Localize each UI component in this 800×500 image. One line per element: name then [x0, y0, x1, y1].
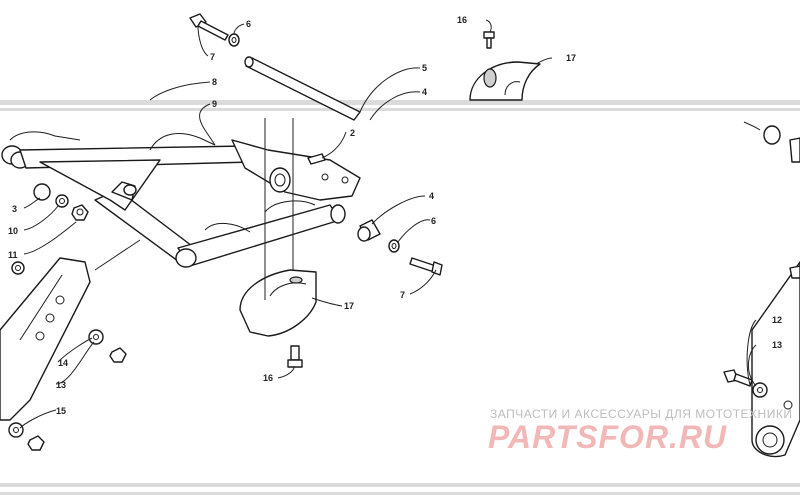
callout-14: 14	[58, 358, 68, 368]
bolt-2	[307, 153, 326, 165]
washer-15-b	[8, 422, 24, 438]
callout-3: 3	[12, 204, 17, 214]
bushing-left	[33, 183, 51, 201]
callout-2: 2	[350, 128, 355, 138]
callout-13-right: 13	[772, 340, 782, 350]
washer-right-edge	[752, 382, 768, 398]
reference-lines	[94, 118, 294, 300]
bushing-right	[357, 219, 381, 242]
callout-6-top: 6	[246, 19, 251, 29]
bolt-right-edge	[723, 369, 753, 387]
scan-noise-band-bottom	[0, 483, 800, 495]
watermark-logo: PARTSFOR.RU	[488, 419, 727, 455]
watermark-tagline: ЗАПЧАСТИ И АКСЕССУАРЫ ДЛЯ МОТОТЕХНИКИ	[490, 407, 792, 421]
callout-4-right: 4	[429, 191, 434, 201]
leader-lines	[19, 19, 761, 429]
callout-9: 9	[212, 99, 217, 109]
bolt-top	[189, 13, 229, 41]
callout-10: 10	[8, 226, 18, 236]
callout-7-right: 7	[400, 290, 405, 300]
screw-bottom	[287, 345, 303, 368]
callout-labels: 6 7 8 9 5 4 16 17 2 4 6 7 3 10 11 17 16 …	[8, 15, 782, 416]
strap-plate-left	[0, 257, 91, 421]
shaft-cover-bottom	[239, 269, 317, 337]
callout-16-bottom: 16	[263, 373, 273, 383]
a-arm-frame	[1, 131, 361, 268]
nut-15-a	[109, 347, 127, 363]
callout-15: 15	[56, 406, 66, 416]
callout-7-top: 7	[210, 52, 215, 62]
washer-top	[228, 33, 240, 47]
screw-top-right	[483, 31, 495, 49]
watermark: ЗАПЧАСТИ И АКСЕССУАРЫ ДЛЯ МОТОТЕХНИКИ PA…	[488, 407, 792, 455]
strap-plate-right	[751, 261, 800, 458]
shaft-cover-top	[469, 61, 541, 101]
callout-6-right: 6	[431, 216, 436, 226]
callout-5: 5	[422, 63, 427, 73]
cross-shaft	[244, 56, 361, 121]
bushing-far-right	[763, 125, 800, 163]
callout-17-top: 17	[566, 53, 576, 63]
callout-4-top: 4	[422, 87, 427, 97]
callout-12: 12	[772, 315, 782, 325]
bolt-right	[409, 257, 443, 276]
callout-16-top: 16	[457, 15, 467, 25]
callout-13-left: 13	[56, 380, 66, 390]
washer-13-b	[88, 329, 104, 345]
callout-17-bottom: 17	[344, 301, 354, 311]
washer-right	[388, 239, 400, 253]
washer-left	[55, 194, 69, 208]
callout-8: 8	[212, 77, 217, 87]
scan-noise-band-top	[0, 100, 800, 111]
nut-left	[71, 204, 89, 221]
nut-15-c	[27, 435, 45, 451]
washer-13-a	[11, 261, 25, 275]
callout-11: 11	[8, 250, 18, 260]
